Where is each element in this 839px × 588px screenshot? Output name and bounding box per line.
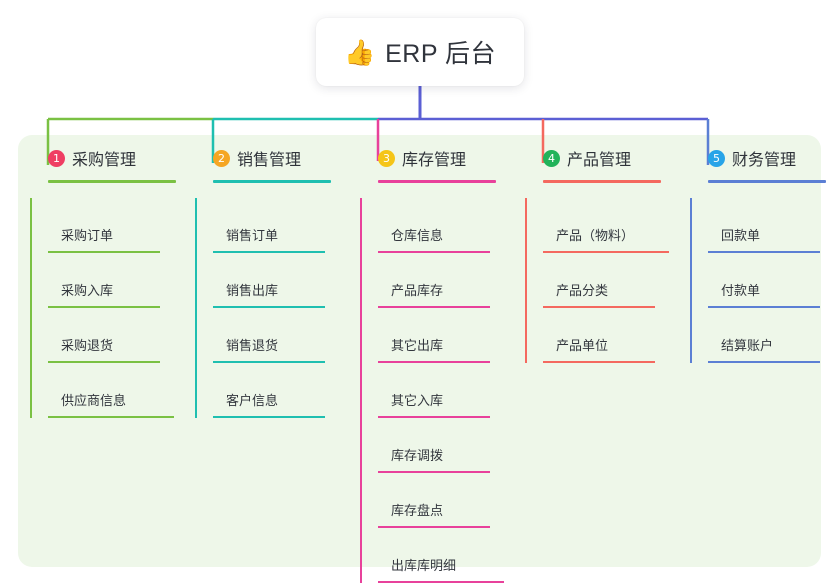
branch-leaf[interactable]: 库存调拨 (378, 418, 490, 473)
branch-leaf[interactable]: 客户信息 (213, 363, 325, 418)
branch-leaf[interactable]: 产品库存 (378, 253, 490, 308)
branch-number-badge: 1 (48, 149, 65, 167)
branch-leaf[interactable]: 结算账户 (708, 308, 820, 363)
branch-leaf-label: 出库库明细 (391, 558, 457, 573)
root-title: ERP 后台 (385, 40, 497, 68)
branches-panel (18, 135, 821, 567)
branch-leaf[interactable]: 付款单 (708, 253, 820, 308)
branch-number-badge: 4 (543, 149, 560, 167)
branch-leaf[interactable]: 库存盘点 (378, 473, 490, 528)
branch-leaf[interactable]: 采购入库 (48, 253, 160, 308)
branch-header-2[interactable]: 2 销售管理 (195, 146, 301, 170)
branch-leaf-label: 采购入库 (61, 283, 114, 298)
branch-leaf-label: 产品单位 (556, 338, 609, 353)
branch-leaf-label: 销售退货 (226, 338, 279, 353)
branch-leaf-rule (378, 251, 490, 253)
branch-leaf-rule (48, 416, 174, 418)
branch-header-rule (378, 180, 496, 183)
branch-header-rule (213, 180, 331, 183)
branch-leaf-rule (378, 526, 490, 528)
branch-leaf-rule (378, 416, 490, 418)
branch-title: 采购管理 (72, 152, 137, 169)
branch-leaf[interactable]: 其它入库 (378, 363, 490, 418)
branch-leaf-rule (543, 361, 655, 363)
branch-header-5[interactable]: 5 财务管理 (690, 146, 796, 170)
branch-leaf-label: 采购退货 (61, 338, 114, 353)
branch-leaf-rule (48, 251, 160, 253)
branch-spine (30, 198, 32, 418)
branch-leaf[interactable]: 销售退货 (213, 308, 325, 363)
root-node[interactable]: 👍 ERP 后台 (316, 18, 524, 86)
branch-leaf-label: 结算账户 (721, 338, 774, 353)
branch-leaf-rule (708, 361, 820, 363)
branch-leaf[interactable]: 产品分类 (543, 253, 655, 308)
branch-header-rule (708, 180, 826, 183)
branch-leaf-label: 采购订单 (61, 228, 114, 243)
branch-leaf-label: 客户信息 (226, 393, 279, 408)
thumbs-up-icon: 👍 (343, 37, 376, 67)
branch-leaf-label: 产品分类 (556, 283, 609, 298)
branch-number-badge: 3 (378, 149, 395, 167)
branch-leaf-label: 供应商信息 (61, 393, 127, 408)
branch-leaf-label: 库存盘点 (391, 503, 444, 518)
branch-leaf-rule (378, 361, 490, 363)
branch-leaf-rule (543, 251, 669, 253)
branch-leaf-label: 其它出库 (391, 338, 444, 353)
branch-header-1[interactable]: 1 采购管理 (30, 146, 136, 170)
branch-leaf-label: 产品库存 (391, 283, 444, 298)
branch-title: 库存管理 (402, 152, 467, 169)
branch-leaf-rule (378, 581, 504, 583)
branch-leaf[interactable]: 采购退货 (48, 308, 160, 363)
branch-leaf-rule (213, 306, 325, 308)
branch-title: 财务管理 (732, 152, 797, 169)
branch-column-4: 4 产品管理产品（物料） 产品分类产品单位 (525, 146, 669, 363)
branch-leaf-label: 付款单 (721, 283, 761, 298)
branch-leaf-rule (48, 306, 160, 308)
branch-leaf[interactable]: 出库库明细 (378, 528, 504, 583)
branch-leaf[interactable]: 其它出库 (378, 308, 490, 363)
branch-spine (360, 198, 362, 583)
branch-leaf-rule (378, 471, 490, 473)
branch-leaf-label: 产品（物料） (556, 228, 635, 243)
branch-leaf[interactable]: 回款单 (708, 198, 820, 253)
branch-leaf-rule (378, 306, 490, 308)
branch-leaf-rule (213, 416, 325, 418)
branch-leaf[interactable]: 产品（物料） (543, 198, 669, 253)
branch-header-rule (48, 180, 176, 183)
branch-header-3[interactable]: 3 库存管理 (360, 146, 466, 170)
branch-leaf-label: 库存调拨 (391, 448, 444, 463)
branch-column-2: 2 销售管理销售订单销售出库销售退货客户信息 (195, 146, 331, 418)
branch-number-badge: 2 (213, 149, 230, 167)
branch-leaf-rule (708, 306, 820, 308)
branch-leaf-rule (48, 361, 160, 363)
branch-leaf-label: 销售出库 (226, 283, 279, 298)
branch-column-3: 3 库存管理仓库信息产品库存其它出库其它入库库存调拨库存盘点出库库明细 (360, 146, 504, 583)
branch-leaf-label: 仓库信息 (391, 228, 444, 243)
branch-leaf[interactable]: 仓库信息 (378, 198, 490, 253)
branch-spine (525, 198, 527, 363)
branch-leaf-rule (213, 251, 325, 253)
branch-leaf[interactable]: 供应商信息 (48, 363, 174, 418)
branch-header-4[interactable]: 4 产品管理 (525, 146, 631, 170)
branch-leaf-label: 销售订单 (226, 228, 279, 243)
branch-leaf-label: 其它入库 (391, 393, 444, 408)
branch-title: 销售管理 (237, 152, 302, 169)
branch-number-badge: 5 (708, 149, 725, 167)
branch-spine (195, 198, 197, 418)
branch-leaf[interactable]: 采购订单 (48, 198, 160, 253)
branch-leaf-rule (543, 306, 655, 308)
branch-header-rule (543, 180, 661, 183)
branch-spine (690, 198, 692, 363)
branch-leaf-rule (708, 251, 820, 253)
branch-leaf-label: 回款单 (721, 228, 761, 243)
branch-leaf[interactable]: 销售出库 (213, 253, 325, 308)
branch-title: 产品管理 (567, 152, 632, 169)
branch-leaf[interactable]: 产品单位 (543, 308, 655, 363)
branch-leaf[interactable]: 销售订单 (213, 198, 325, 253)
branch-column-1: 1 采购管理采购订单采购入库采购退货供应商信息 (30, 146, 176, 418)
branch-column-5: 5 财务管理回款单付款单结算账户 (690, 146, 826, 363)
branch-leaf-rule (213, 361, 325, 363)
